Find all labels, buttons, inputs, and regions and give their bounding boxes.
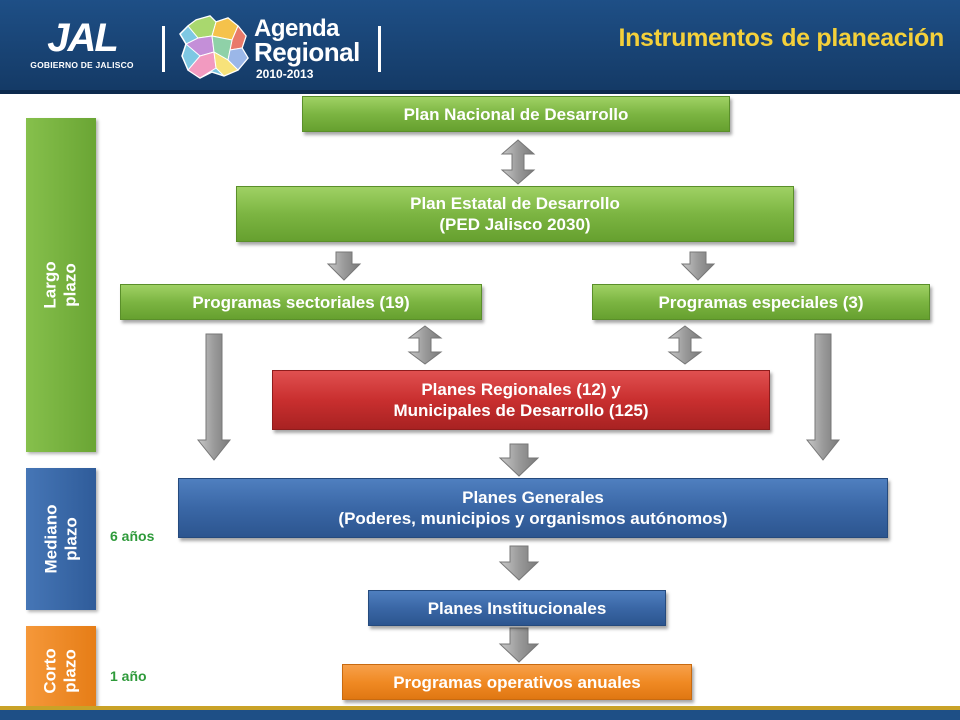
box-programas-operativos: Programas operativos anuales — [342, 664, 692, 700]
arrow-ped-especiales — [680, 251, 716, 281]
arrow-sectoriales-generales — [196, 333, 232, 461]
double-arrow-sectoriales-regionales — [407, 325, 443, 365]
arrow-ped-sectoriales — [326, 251, 362, 281]
box-plan-estatal: Plan Estatal de Desarrollo (PED Jalisco … — [236, 186, 794, 242]
box-planes-institucionales: Planes Institucionales — [368, 590, 666, 626]
box-plan-estatal-line-2: (PED Jalisco 2030) — [439, 215, 591, 234]
box-planes-institucionales-text: Planes Institucionales — [427, 598, 607, 618]
double-arrow-especiales-regionales — [667, 325, 703, 365]
title-word-2: de planeación — [781, 24, 944, 52]
header-separator-left — [162, 26, 165, 72]
logo-subtitle: GOBIERNO DE JALISCO — [30, 60, 134, 70]
box-planes-generales: Planes Generales (Poderes, municipios y … — [178, 478, 888, 538]
regional-word: Regional — [254, 37, 360, 67]
jalisco-logo: JAL GOBIERNO DE JALISCO — [22, 18, 142, 74]
box-planes-regionales-line-1: Planes Regionales (12) y — [421, 380, 621, 399]
mediano-line-2: plazo — [60, 517, 80, 561]
arrow-regionales-generales — [498, 443, 540, 477]
jalisco-map-icon — [179, 15, 249, 79]
box-plan-nacional-text: Plan Nacional de Desarrollo — [403, 104, 629, 124]
header-separator-right — [378, 26, 381, 72]
box-planes-generales-line-1: Planes Generales — [462, 488, 604, 507]
box-programas-especiales: Programas especiales (3) — [592, 284, 930, 320]
arrow-generales-institucionales — [498, 545, 540, 581]
double-arrow-pnd-ped — [500, 139, 536, 185]
footer-accent — [0, 706, 960, 710]
mediano-line-1: Mediano — [40, 504, 60, 574]
title-word-1: Instrumentos — [618, 24, 774, 52]
box-plan-estatal-line-1: Plan Estatal de Desarrollo — [410, 194, 620, 213]
box-programas-operativos-text: Programas operativos anuales — [393, 672, 641, 692]
largo-line-2: plazo — [60, 263, 80, 307]
corto-line-2: plazo — [60, 649, 80, 693]
footer-bar — [0, 710, 960, 720]
box-programas-especiales-text: Programas especiales (3) — [658, 292, 864, 312]
duration-corto: 1 año — [110, 668, 147, 684]
header-bar — [0, 0, 960, 90]
box-plan-nacional: Plan Nacional de Desarrollo — [302, 96, 730, 132]
duration-mediano: 6 años — [110, 528, 155, 544]
agenda-years: 2010-2013 — [256, 67, 314, 81]
box-planes-regionales-line-2: Municipales de Desarrollo (125) — [393, 401, 649, 420]
box-programas-sectoriales-text: Programas sectoriales (19) — [192, 292, 410, 312]
arrow-especiales-generales — [805, 333, 841, 461]
corto-line-1: Corto — [40, 648, 60, 694]
logo-text: JAL — [47, 16, 119, 60]
box-planes-regionales: Planes Regionales (12) y Municipales de … — [272, 370, 770, 430]
agenda-word: Agenda — [254, 15, 340, 42]
header-divider — [0, 90, 960, 94]
arrow-institucionales-operativos — [498, 627, 540, 663]
agenda-regional-logo: Agenda Regional 2010-2013 — [254, 15, 360, 82]
largo-line-1: Largo — [40, 261, 60, 309]
box-programas-sectoriales: Programas sectoriales (19) — [120, 284, 482, 320]
box-planes-generales-line-2: (Poderes, municipios y organismos autóno… — [338, 509, 728, 528]
